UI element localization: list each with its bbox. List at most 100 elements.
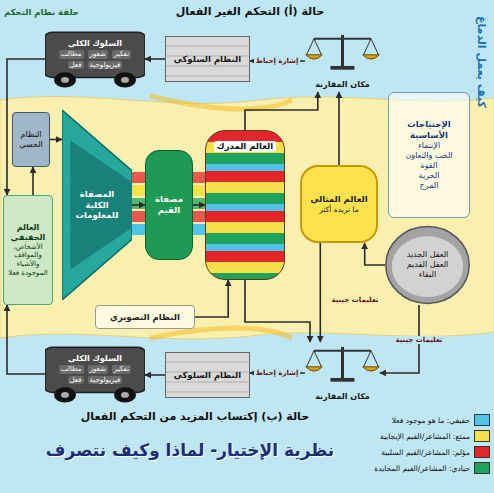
car-wheel: [114, 72, 136, 87]
behavioral-system-box: النظام السلوكي: [165, 36, 250, 82]
connector-arrow: [50, 139, 62, 141]
edge-label: إشارة إحباط: [254, 369, 301, 378]
legend-text: مؤلم: المشاعر/القيم السلبية: [381, 448, 470, 457]
car-body: [45, 32, 145, 77]
node-text: تفكير: [112, 50, 131, 59]
legend-row: ممتع: المشاعر/القيم الإيجابية: [362, 430, 490, 442]
connector-arrow: [338, 92, 340, 165]
scale-string: [364, 39, 379, 55]
brain-shape: العقل الجديدالعقل القديمالبقاء: [385, 225, 470, 305]
legend-swatch: [474, 446, 490, 458]
scale-beam: [314, 350, 371, 352]
legend: حقيقي: ما هو موجود فعلا ممتع: المشاعر/الق…: [362, 414, 490, 478]
brain-outline: [386, 227, 469, 304]
edge-label: تعليمات جينية: [394, 336, 445, 345]
edge-label: إشارة إحباط: [254, 57, 301, 66]
value-filter: مصفاة القيم: [145, 150, 193, 260]
node-text: الأشخاص، والمواقف والأشياء الموجودة فعلا: [6, 243, 50, 278]
heading-label: حالة (أ) التحكم الغير الفعال: [176, 5, 325, 19]
node-title: مكان المقارنة: [312, 80, 373, 90]
side-heading: كيف يعمل الدماغ: [474, 16, 488, 108]
legend-row: حيادي: المشاعر/القيم المحايدة: [362, 462, 490, 474]
scale-string: [364, 351, 379, 367]
node-text: الإنتماء: [392, 141, 466, 151]
funnel-body: [62, 110, 132, 300]
node-text: القوة: [392, 161, 466, 171]
node-text: تفكير: [112, 365, 131, 374]
node-text: ما نريده أكثر: [306, 205, 372, 214]
legend-swatch: [474, 414, 490, 426]
node-text: الحب والتعاون: [392, 151, 466, 161]
legend-swatch: [474, 462, 490, 474]
node-title: المصفاة الكلية للمعلومات: [68, 189, 126, 221]
node-title: النظام التصويري: [98, 312, 192, 323]
node-title: العالم المدرك: [214, 141, 276, 152]
scale-base: [331, 378, 355, 382]
brain-core: [392, 236, 463, 297]
heading-label: حلقة نظام التحكم: [4, 7, 79, 18]
legend-text: حقيقي: ما هو موجود فعلا: [392, 416, 470, 425]
legend-row: حقيقي: ما هو موجود فعلا: [362, 414, 490, 426]
main-title: نظرية الإختيار- لماذا وكيف نتصرف: [46, 440, 334, 461]
car-wheel: [54, 72, 76, 87]
connector-arrow: [7, 305, 45, 374]
node-title: السلوك الكلي: [49, 39, 141, 49]
connector-arrow: [132, 204, 145, 206]
scale-string: [307, 39, 322, 55]
node-text: شعور: [88, 50, 108, 59]
connector-arrow: [245, 92, 318, 130]
legend-row: مؤلم: المشاعر/القيم السلبية: [362, 446, 490, 458]
node-title: النظام السلوكي: [169, 370, 246, 381]
connector-arrow: [193, 204, 205, 206]
node-title: مصفاة القيم: [149, 194, 189, 215]
legend-text: حيادي: المشاعر/القيم المحايدة: [374, 464, 470, 473]
connector-arrow: [195, 280, 228, 317]
node-text: فيزيولوجية: [88, 61, 123, 70]
scale-string: [307, 351, 322, 367]
node-text: مطالب: [59, 50, 84, 59]
node-text: البقاء: [393, 270, 462, 280]
node-title: السلوك الكلي: [49, 354, 141, 364]
real-world-box: العالم الحقيقيالأشخاص، والمواقف والأشياء…: [3, 195, 53, 305]
node-title: النظام السلوكي: [169, 54, 246, 65]
node-title: العالم الحقيقي: [6, 223, 50, 243]
legend-swatch: [474, 430, 490, 442]
node-text: العقل القديم: [393, 260, 462, 270]
node-text: فعل: [68, 376, 84, 385]
comparing-scale: مكان المقارنة: [305, 30, 380, 92]
quality-world-circle: العالم المثاليما نريده أكثر: [300, 165, 378, 243]
connector-arrow: [319, 243, 321, 342]
scale-pan: [306, 55, 323, 59]
scale-beam: [314, 38, 371, 40]
scale-pole: [341, 347, 344, 379]
scale-base: [331, 66, 355, 70]
node-text: فيزيولوجية: [88, 376, 123, 385]
heading-label: حالة (ب) إكتساب المزيد من التحكم الفعال: [81, 410, 309, 424]
node-title: مكان المقارنة: [312, 392, 373, 402]
node-title: العالم المثالي: [306, 194, 372, 205]
scale-pan: [306, 367, 323, 371]
comparing-scale: مكان المقارنة: [305, 342, 380, 404]
legend-text: ممتع: المشاعر/القيم الإيجابية: [380, 432, 470, 441]
node-text: المرح: [392, 181, 466, 191]
car-wheel: [114, 387, 136, 402]
node-title: النظام الحسي: [15, 130, 47, 150]
behavior-car: السلوك الكليمطالبشعورتفكيرفعلفيزيولوجية: [45, 345, 145, 403]
car-body: [45, 347, 145, 392]
node-text: شعور: [88, 365, 108, 374]
wheel-hub: [61, 77, 69, 83]
wheel-hub: [61, 392, 69, 398]
connector-arrow: [32, 167, 34, 195]
total-filter-funnel: المصفاة الكلية للمعلومات: [62, 110, 132, 300]
connector-arrow: [145, 374, 165, 376]
basic-needs-box: الإحتياجات الأساسيةالإنتماءالحب والتعاون…: [388, 92, 470, 218]
edge-label: تعليمات جينية: [330, 296, 381, 305]
wheel-hub: [121, 77, 129, 83]
car-outline: [45, 345, 145, 403]
node-text: فعل: [68, 61, 84, 70]
behavior-car: السلوك الكليمطالب شعور تفكير فعل فيزيولوجية: [45, 30, 145, 88]
scale-pole: [341, 35, 344, 67]
node-title: الإحتياجات الأساسية: [392, 119, 466, 140]
